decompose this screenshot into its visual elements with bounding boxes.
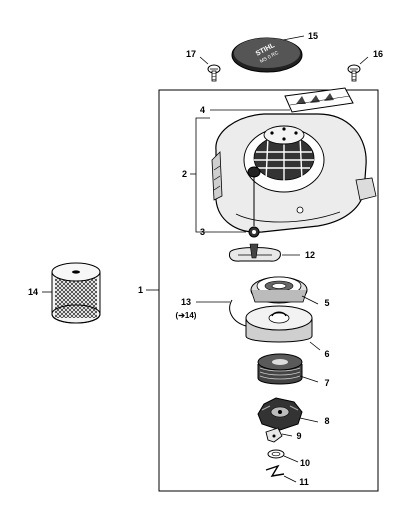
starter-grip-12 <box>229 243 281 262</box>
label-8: 8 <box>324 416 329 426</box>
spring-clip-11 <box>265 464 285 477</box>
rope-bushing-3 <box>248 226 260 238</box>
label-3: 3 <box>200 227 205 237</box>
label-15: 15 <box>308 31 318 41</box>
label-7: 7 <box>324 378 329 388</box>
screw-17 <box>207 64 221 82</box>
fan-housing <box>211 113 377 233</box>
label-10: 10 <box>300 458 310 468</box>
label-4: 4 <box>200 105 205 115</box>
rope-rotor-6 <box>245 305 313 343</box>
screw-16 <box>347 64 361 82</box>
pawl-9 <box>265 427 283 443</box>
label-11: 11 <box>299 477 309 487</box>
label-9: 9 <box>296 431 301 441</box>
label-17: 17 <box>186 49 196 59</box>
washer-10 <box>267 449 285 459</box>
label-13-ref: (➔14) <box>176 311 197 320</box>
rewind-spring-7 <box>257 353 303 385</box>
label-2: 2 <box>182 169 187 179</box>
stihl-cap: STIHL MS 0 RC <box>231 37 303 73</box>
label-1: 1 <box>138 285 143 295</box>
label-6: 6 <box>324 349 329 359</box>
spring-housing-5 <box>250 276 308 304</box>
decal-4 <box>284 87 354 113</box>
assembly-frame <box>158 89 379 492</box>
label-13: 13 <box>181 297 191 307</box>
label-5: 5 <box>324 298 329 308</box>
label-14: 14 <box>28 287 38 297</box>
rope-spool-14 <box>51 262 101 324</box>
label-16: 16 <box>373 49 383 59</box>
pawl-carrier-8 <box>257 397 303 431</box>
label-12: 12 <box>305 250 315 260</box>
